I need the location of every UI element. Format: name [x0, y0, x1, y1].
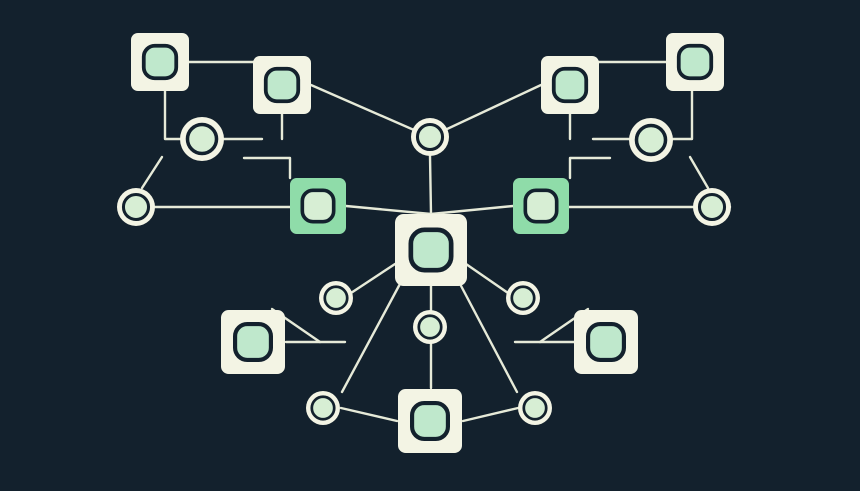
node-right-branch-circle-mid — [629, 118, 673, 162]
node-core — [522, 395, 548, 421]
node-core — [523, 188, 559, 224]
connection-line-1 — [428, 154, 433, 216]
node-lower-right-circle — [506, 281, 540, 315]
node-core — [510, 285, 536, 311]
node-left-accent-node — [290, 178, 346, 234]
connection-line-2 — [309, 83, 432, 139]
node-core — [697, 192, 727, 222]
node-core — [263, 66, 301, 104]
node-right-branch-circle-outer — [693, 188, 731, 226]
connection-line-11 — [242, 156, 292, 180]
node-hub-center — [395, 214, 467, 286]
node-core — [551, 66, 589, 104]
node-core — [185, 122, 219, 156]
node-core — [233, 321, 274, 362]
connection-line-9 — [163, 89, 182, 141]
node-hub-top — [411, 118, 449, 156]
node-core — [310, 395, 336, 421]
node-left-branch-square-top — [131, 33, 189, 91]
node-lower-right-bottom-circle — [518, 391, 552, 425]
node-lower-left-bottom-circle — [306, 391, 340, 425]
node-core — [586, 321, 627, 362]
connection-line-5 — [429, 204, 515, 216]
connection-line-28 — [457, 280, 519, 394]
node-core — [141, 43, 179, 81]
node-lower-left-circle — [319, 281, 353, 315]
node-core — [415, 122, 445, 152]
node-core — [409, 400, 450, 441]
node-core — [634, 123, 668, 157]
node-core — [121, 192, 151, 222]
connection-line-15 — [671, 89, 694, 141]
connection-line-19 — [688, 155, 710, 190]
connection-line-26 — [339, 406, 399, 423]
network-nodes — [117, 33, 731, 453]
connection-line-21 — [340, 280, 403, 394]
node-core — [300, 188, 336, 224]
connection-line-3 — [428, 83, 543, 139]
connection-line-27 — [464, 262, 510, 295]
connection-line-31 — [461, 406, 520, 423]
connection-line-4 — [344, 204, 433, 216]
connection-line-13 — [140, 155, 164, 190]
node-core — [417, 314, 443, 340]
node-lower-left-square — [221, 310, 285, 374]
node-core — [408, 227, 454, 273]
connection-line-20 — [349, 262, 397, 295]
node-right-branch-square-inner — [541, 56, 599, 114]
node-left-branch-circle-mid — [180, 117, 224, 161]
connection-line-17 — [568, 156, 612, 180]
node-core — [676, 43, 714, 81]
node-left-branch-square-inner — [253, 56, 311, 114]
node-core — [323, 285, 349, 311]
node-right-branch-square-top — [666, 33, 724, 91]
node-lower-center-square — [398, 389, 462, 453]
connection-lines — [140, 60, 732, 423]
node-left-branch-circle-outer — [117, 188, 155, 226]
node-lower-right-square — [574, 310, 638, 374]
node-right-accent-node — [513, 178, 569, 234]
node-lower-center-circle — [413, 310, 447, 344]
